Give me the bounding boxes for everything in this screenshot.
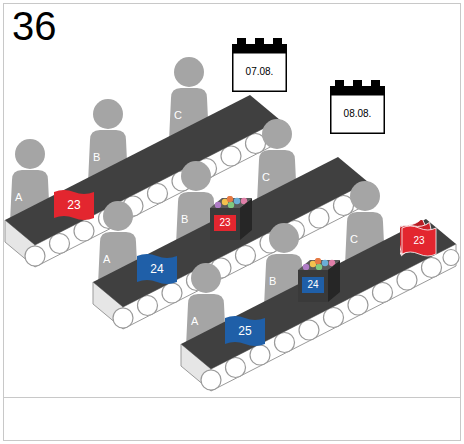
calendar-icon: 08.08. [330, 80, 385, 134]
node-shape [232, 38, 287, 92]
worker-letter: C [350, 233, 358, 245]
order-paper: 24 [136, 252, 178, 286]
order-paper: 23 [53, 188, 95, 222]
node-text: 08.08. [331, 95, 384, 133]
order-box: 23 [206, 196, 254, 242]
picture-frame [4, 4, 461, 441]
calendar-icon: 07.08. [232, 38, 287, 92]
worker-letter: B [269, 275, 276, 287]
worker-letter: B [93, 151, 100, 163]
frame-divider [4, 397, 461, 398]
worker-letter: A [191, 315, 198, 327]
order-papers: 23 [400, 220, 446, 260]
node-shape [330, 80, 385, 134]
worker-letter: C [262, 171, 270, 183]
node-text: 25 [225, 318, 265, 344]
node-text: 24 [137, 256, 177, 282]
node-text: 23 [403, 228, 435, 254]
node-text: 23 [54, 192, 94, 218]
order-paper: 25 [224, 314, 266, 348]
node-text: 07.08. [233, 53, 286, 91]
worker-letter: B [181, 213, 188, 225]
figure-number: 36 [12, 4, 57, 48]
node-text: 24 [302, 277, 324, 293]
conveyor-belt [181, 219, 459, 391]
worker-letter: C [174, 109, 182, 121]
node-text: 23 [214, 215, 236, 231]
worker-letter: A [15, 191, 22, 203]
order-box: 24 [294, 258, 342, 304]
worker-letter: A [103, 253, 110, 265]
